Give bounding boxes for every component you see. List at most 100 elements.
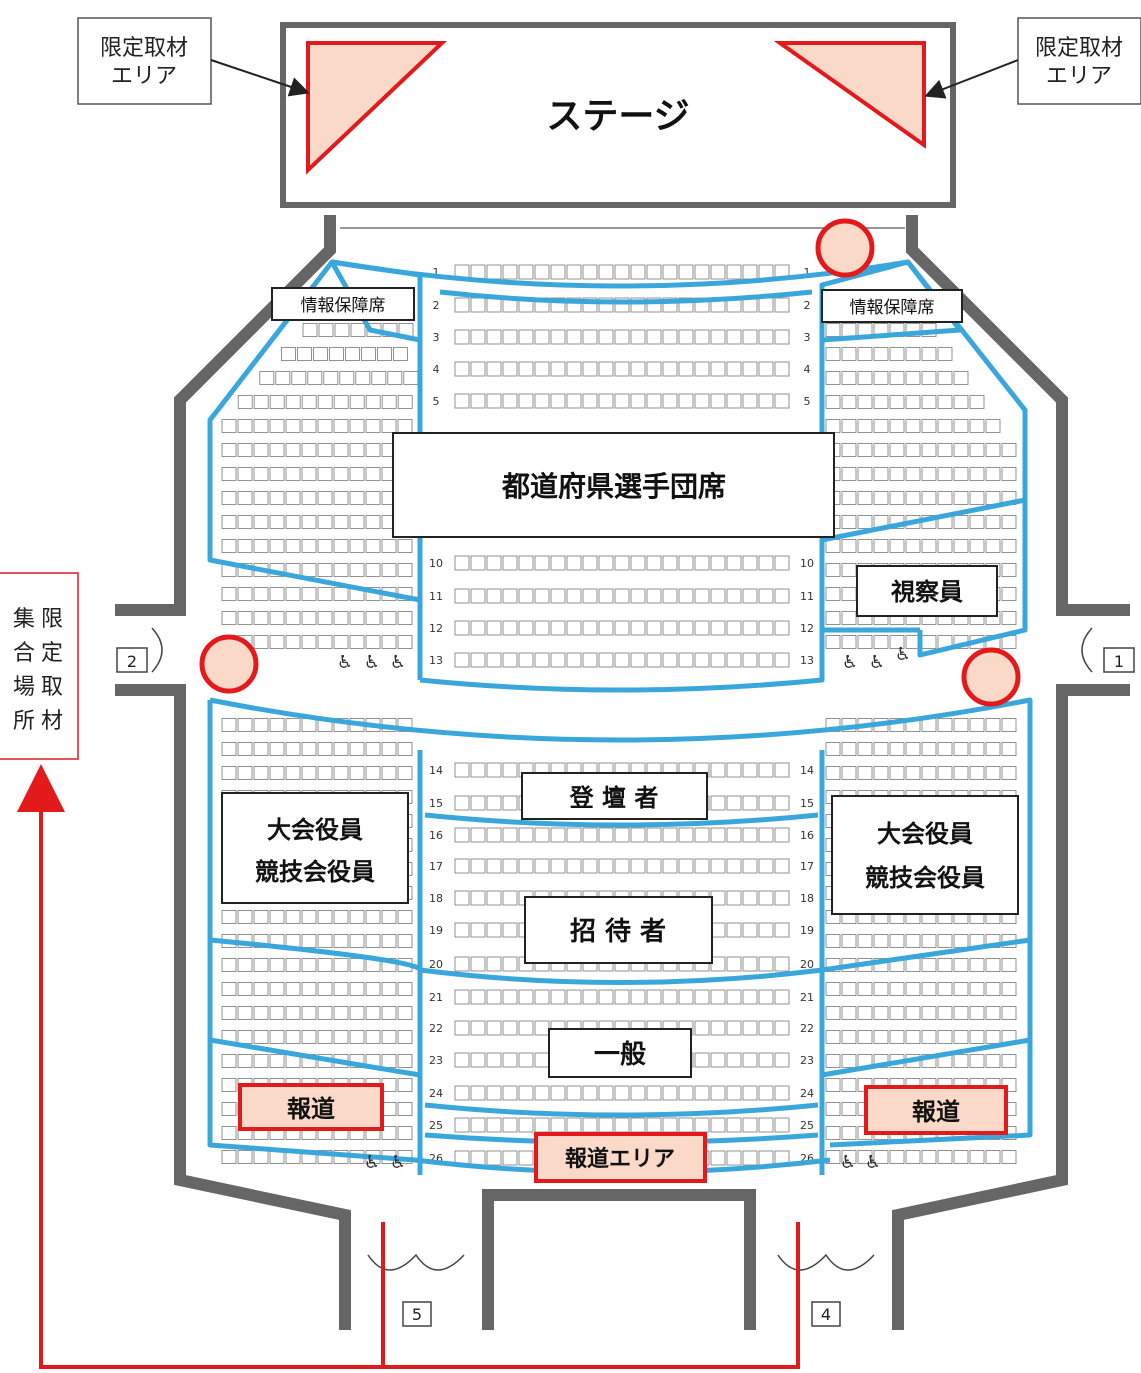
- seat: [1001, 958, 1017, 972]
- seat: [285, 766, 301, 780]
- seat: [253, 958, 269, 972]
- seat: [921, 395, 937, 409]
- row-number-right: 14: [800, 764, 814, 777]
- svg-text:場: 場: [13, 675, 35, 700]
- seat: [365, 419, 381, 433]
- seat: [502, 827, 518, 843]
- seat: [726, 827, 742, 843]
- seat: [454, 989, 470, 1005]
- seat: [333, 958, 349, 972]
- seat: [301, 635, 317, 649]
- seat: [758, 620, 774, 636]
- seat: [857, 934, 873, 948]
- seat: [889, 395, 905, 409]
- seat: [646, 329, 662, 345]
- seat: [969, 1006, 985, 1020]
- seat: [365, 563, 381, 577]
- seat: [841, 395, 857, 409]
- seat: [470, 361, 486, 377]
- seat: [758, 555, 774, 571]
- seat: [953, 467, 969, 481]
- seat: [841, 323, 857, 337]
- seat: [726, 922, 742, 938]
- seat: [630, 858, 646, 874]
- seat-row: [454, 329, 790, 345]
- seat: [566, 1085, 582, 1101]
- seat: [889, 491, 905, 505]
- seat: [269, 587, 285, 601]
- seat: [662, 827, 678, 843]
- seat: [873, 443, 889, 457]
- seat-row: [221, 491, 413, 505]
- seat: [742, 1150, 758, 1166]
- seat-row: [280, 347, 408, 361]
- seat: [355, 371, 371, 385]
- seat: [285, 443, 301, 457]
- seat: [662, 652, 678, 668]
- seat: [221, 766, 237, 780]
- seat: [921, 934, 937, 948]
- seat: [566, 652, 582, 668]
- seat: [269, 539, 285, 553]
- seat: [905, 347, 921, 361]
- seat-row: [825, 395, 985, 409]
- seat: [301, 742, 317, 756]
- seat: [365, 742, 381, 756]
- seat: [953, 371, 969, 385]
- seat: [333, 419, 349, 433]
- svg-text:競技会役員: 競技会役員: [865, 864, 985, 892]
- seat: [285, 539, 301, 553]
- row-number-left: 12: [429, 622, 443, 635]
- seat: [694, 588, 710, 604]
- seat: [841, 515, 857, 529]
- limited-area-right: [773, 41, 926, 149]
- seat: [873, 1030, 889, 1044]
- press-route: [17, 764, 800, 1369]
- seat: [742, 1085, 758, 1101]
- seat: [253, 539, 269, 553]
- seat: [486, 795, 502, 811]
- row-number-left: 23: [429, 1054, 443, 1067]
- zone-label-officials-right: 大会役員 競技会役員: [831, 795, 1019, 915]
- seat: [1001, 587, 1017, 601]
- seat: [774, 762, 790, 778]
- seat: [742, 956, 758, 972]
- seat: [285, 491, 301, 505]
- seat: [630, 827, 646, 843]
- seat: [758, 1020, 774, 1036]
- seat: [518, 989, 534, 1005]
- seat: [550, 329, 566, 345]
- seat: [502, 1085, 518, 1101]
- seat: [873, 934, 889, 948]
- seat: [1001, 718, 1017, 732]
- seat-row: [825, 491, 1017, 505]
- seat: [253, 635, 269, 649]
- seat: [646, 827, 662, 843]
- seat: [221, 1078, 237, 1092]
- zone-row-1-4: [439, 289, 813, 305]
- seat: [953, 934, 969, 948]
- wheelchair-icon: ♿: [390, 652, 406, 673]
- seat: [518, 1117, 534, 1133]
- seat: [269, 718, 285, 732]
- seat: [841, 443, 857, 457]
- seat: [937, 395, 953, 409]
- seat-row: [825, 371, 969, 385]
- seat: [317, 587, 333, 601]
- seat: [221, 1126, 237, 1140]
- seat: [470, 989, 486, 1005]
- seat: [301, 467, 317, 481]
- seat: [825, 635, 841, 649]
- seat: [630, 1085, 646, 1101]
- seat: [726, 1150, 742, 1166]
- seat: [221, 982, 237, 996]
- seat: [694, 1117, 710, 1133]
- seat: [470, 588, 486, 604]
- seat: [630, 555, 646, 571]
- wheelchair-icon: ♿: [865, 1152, 881, 1173]
- seat: [937, 742, 953, 756]
- seat: [397, 1006, 413, 1020]
- seat: [237, 958, 253, 972]
- svg-text:競技会役員: 競技会役員: [255, 858, 375, 886]
- seat: [566, 588, 582, 604]
